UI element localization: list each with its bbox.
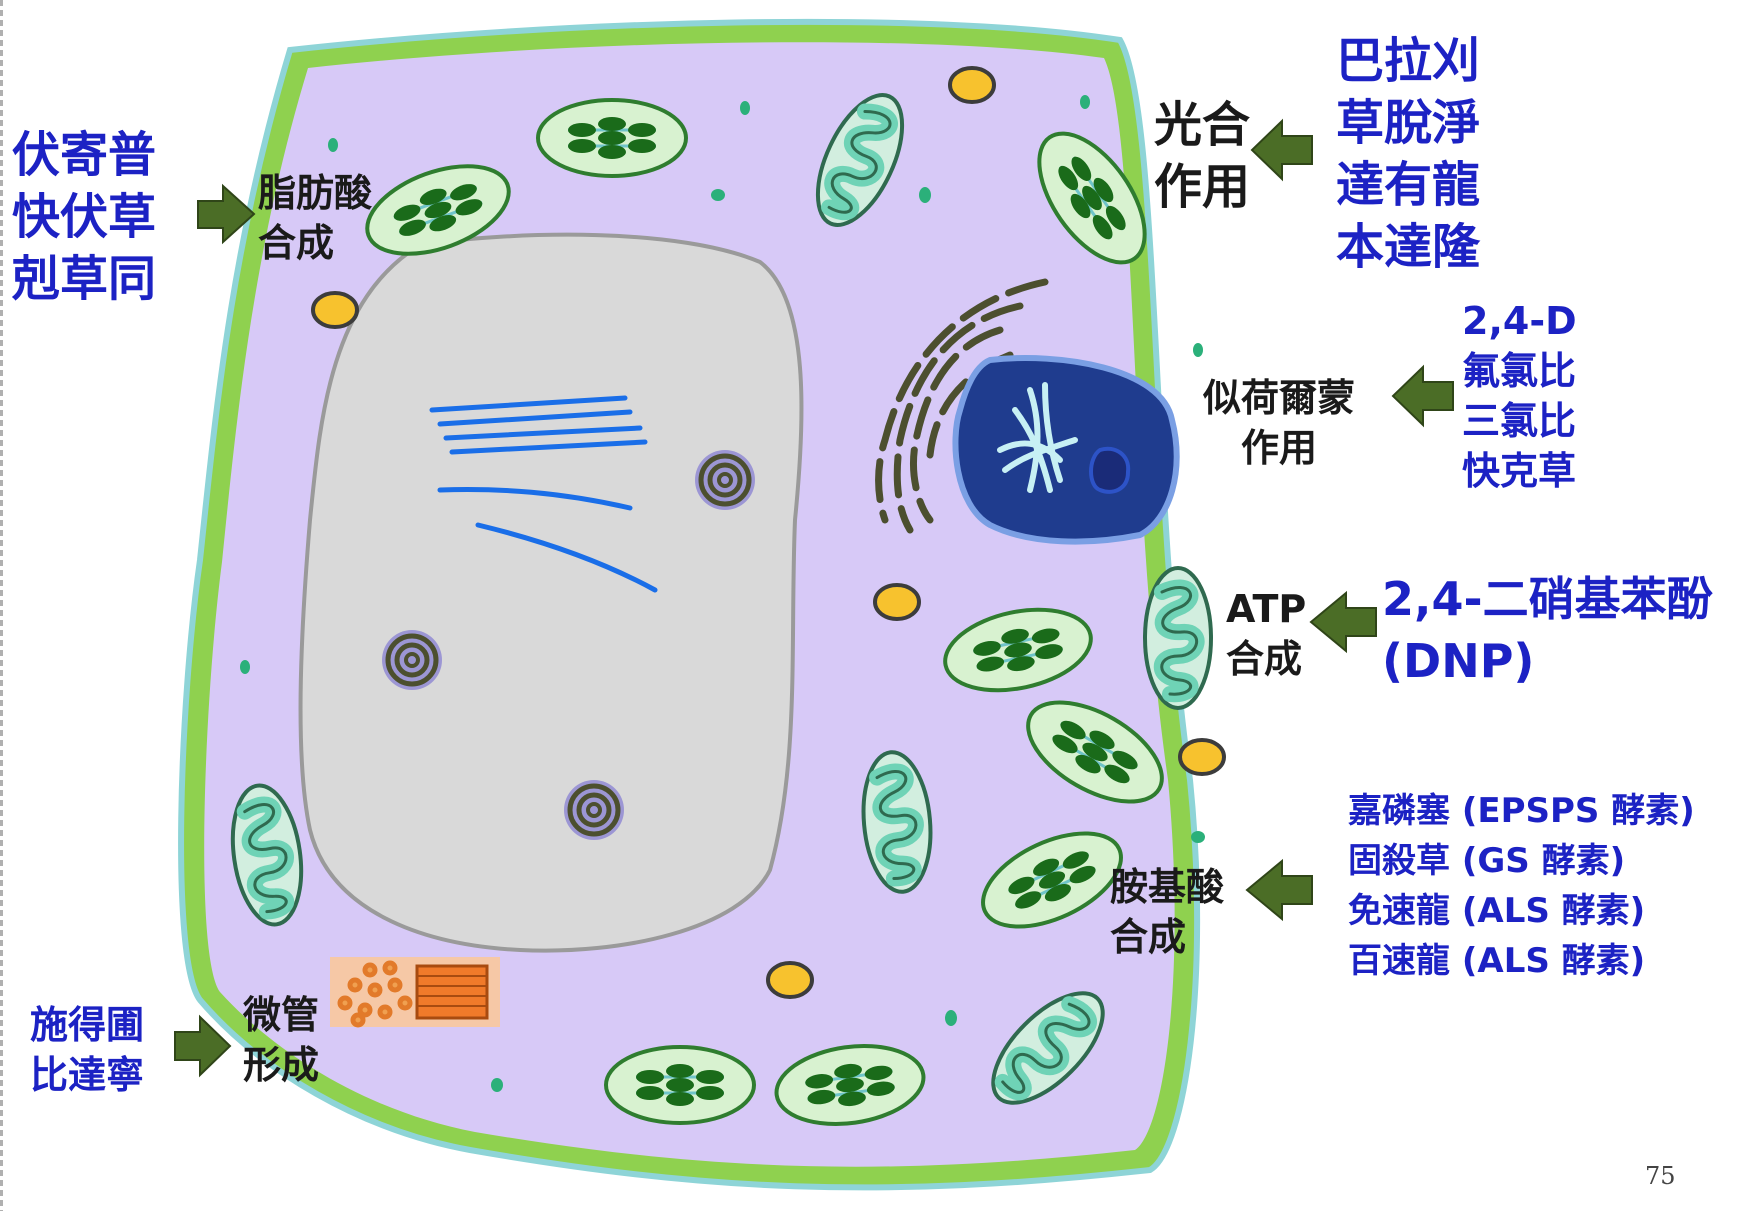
herbicides-amino-acid: 嘉磷塞 (EPSPS 酵素) 固殺草 (GS 酵素) 免速龍 (ALS 酵素) … xyxy=(1348,786,1695,986)
slide-number: 75 xyxy=(1645,1162,1676,1190)
herbicide-name: 達有龍 xyxy=(1336,154,1480,216)
herbicide-name: 嘉磷塞 (EPSPS 酵素) xyxy=(1348,786,1695,836)
process-line: 微管 xyxy=(243,990,319,1040)
herbicide-name: 固殺草 (GS 酵素) xyxy=(1348,836,1695,886)
yellow-vesicle xyxy=(875,585,919,619)
process-atp-synthesis: ATP 合成 xyxy=(1226,584,1306,684)
process-microtubule-formation: 微管 形成 xyxy=(243,990,319,1090)
herbicide-name: 快伏草 xyxy=(12,186,156,248)
herbicide-name: 免速龍 (ALS 酵素) xyxy=(1348,886,1695,936)
process-line: 合成 xyxy=(1110,912,1224,962)
arrow-hormone xyxy=(1393,367,1453,425)
vesicle xyxy=(382,630,442,690)
nucleolus xyxy=(1091,449,1128,492)
herbicide-name: 巴拉刈 xyxy=(1336,30,1480,92)
yellow-vesicle xyxy=(950,68,994,102)
mitochondrion xyxy=(1145,568,1211,708)
herbicides-atp: 2,4-二硝基苯酚 (DNP) xyxy=(1382,568,1713,692)
herbicide-name: 剋草同 xyxy=(12,248,156,310)
process-line: 光合 xyxy=(1154,94,1250,156)
vesicle xyxy=(564,780,624,840)
yellow-vesicle xyxy=(1180,740,1224,774)
herbicide-name: 快克草 xyxy=(1462,446,1577,496)
yellow-vesicle xyxy=(768,963,812,997)
arrow-atp xyxy=(1311,593,1376,651)
process-line: 合成 xyxy=(258,218,372,268)
herbicide-name: 比達寧 xyxy=(30,1050,144,1100)
herbicide-name: 施得圃 xyxy=(30,1000,144,1050)
arrow-photosynthesis xyxy=(1252,121,1312,179)
yellow-vesicle xyxy=(313,293,357,327)
process-line: 作用 xyxy=(1241,423,1317,473)
herbicides-microtubule: 施得圃 比達寧 xyxy=(30,1000,144,1100)
process-line: ATP xyxy=(1226,584,1306,634)
process-fatty-acid-synthesis: 脂肪酸 合成 xyxy=(258,168,372,268)
herbicides-photosynthesis: 巴拉刈 草脫淨 達有龍 本達隆 xyxy=(1336,30,1480,278)
herbicide-name: 百速龍 (ALS 酵素) xyxy=(1348,936,1695,986)
process-line: 合成 xyxy=(1226,634,1306,684)
vacuole xyxy=(301,235,802,951)
herbicide-name: (DNP) xyxy=(1382,630,1713,692)
herbicides-hormone: 2,4-D 氟氯比 三氯比 快克草 xyxy=(1462,296,1577,496)
process-hormone-like-action: 似荷爾蒙 作用 xyxy=(1203,373,1355,473)
herbicides-fatty-acid: 伏寄普 快伏草 剋草同 xyxy=(12,124,156,310)
process-line: 似荷爾蒙 xyxy=(1203,373,1355,423)
nucleus xyxy=(955,358,1176,542)
vesicle xyxy=(695,450,755,510)
process-amino-acid-synthesis: 胺基酸 合成 xyxy=(1110,862,1224,962)
herbicide-name: 氟氯比 xyxy=(1462,346,1577,396)
process-line: 脂肪酸 xyxy=(258,168,372,218)
herbicide-name: 三氯比 xyxy=(1462,396,1577,446)
microtubule-inset xyxy=(330,957,500,1027)
herbicide-name: 2,4-二硝基苯酚 xyxy=(1382,568,1713,630)
herbicide-name: 伏寄普 xyxy=(12,124,156,186)
chloroplast xyxy=(538,100,686,176)
process-line: 形成 xyxy=(243,1040,319,1090)
herbicide-name: 2,4-D xyxy=(1462,296,1577,346)
herbicide-name: 草脫淨 xyxy=(1336,92,1480,154)
herbicide-name: 本達隆 xyxy=(1336,216,1480,278)
process-line: 胺基酸 xyxy=(1110,862,1224,912)
process-photosynthesis: 光合 作用 xyxy=(1154,94,1250,218)
process-line: 作用 xyxy=(1154,156,1250,218)
chloroplast xyxy=(606,1047,754,1123)
arrow-amino-acid xyxy=(1247,861,1312,919)
